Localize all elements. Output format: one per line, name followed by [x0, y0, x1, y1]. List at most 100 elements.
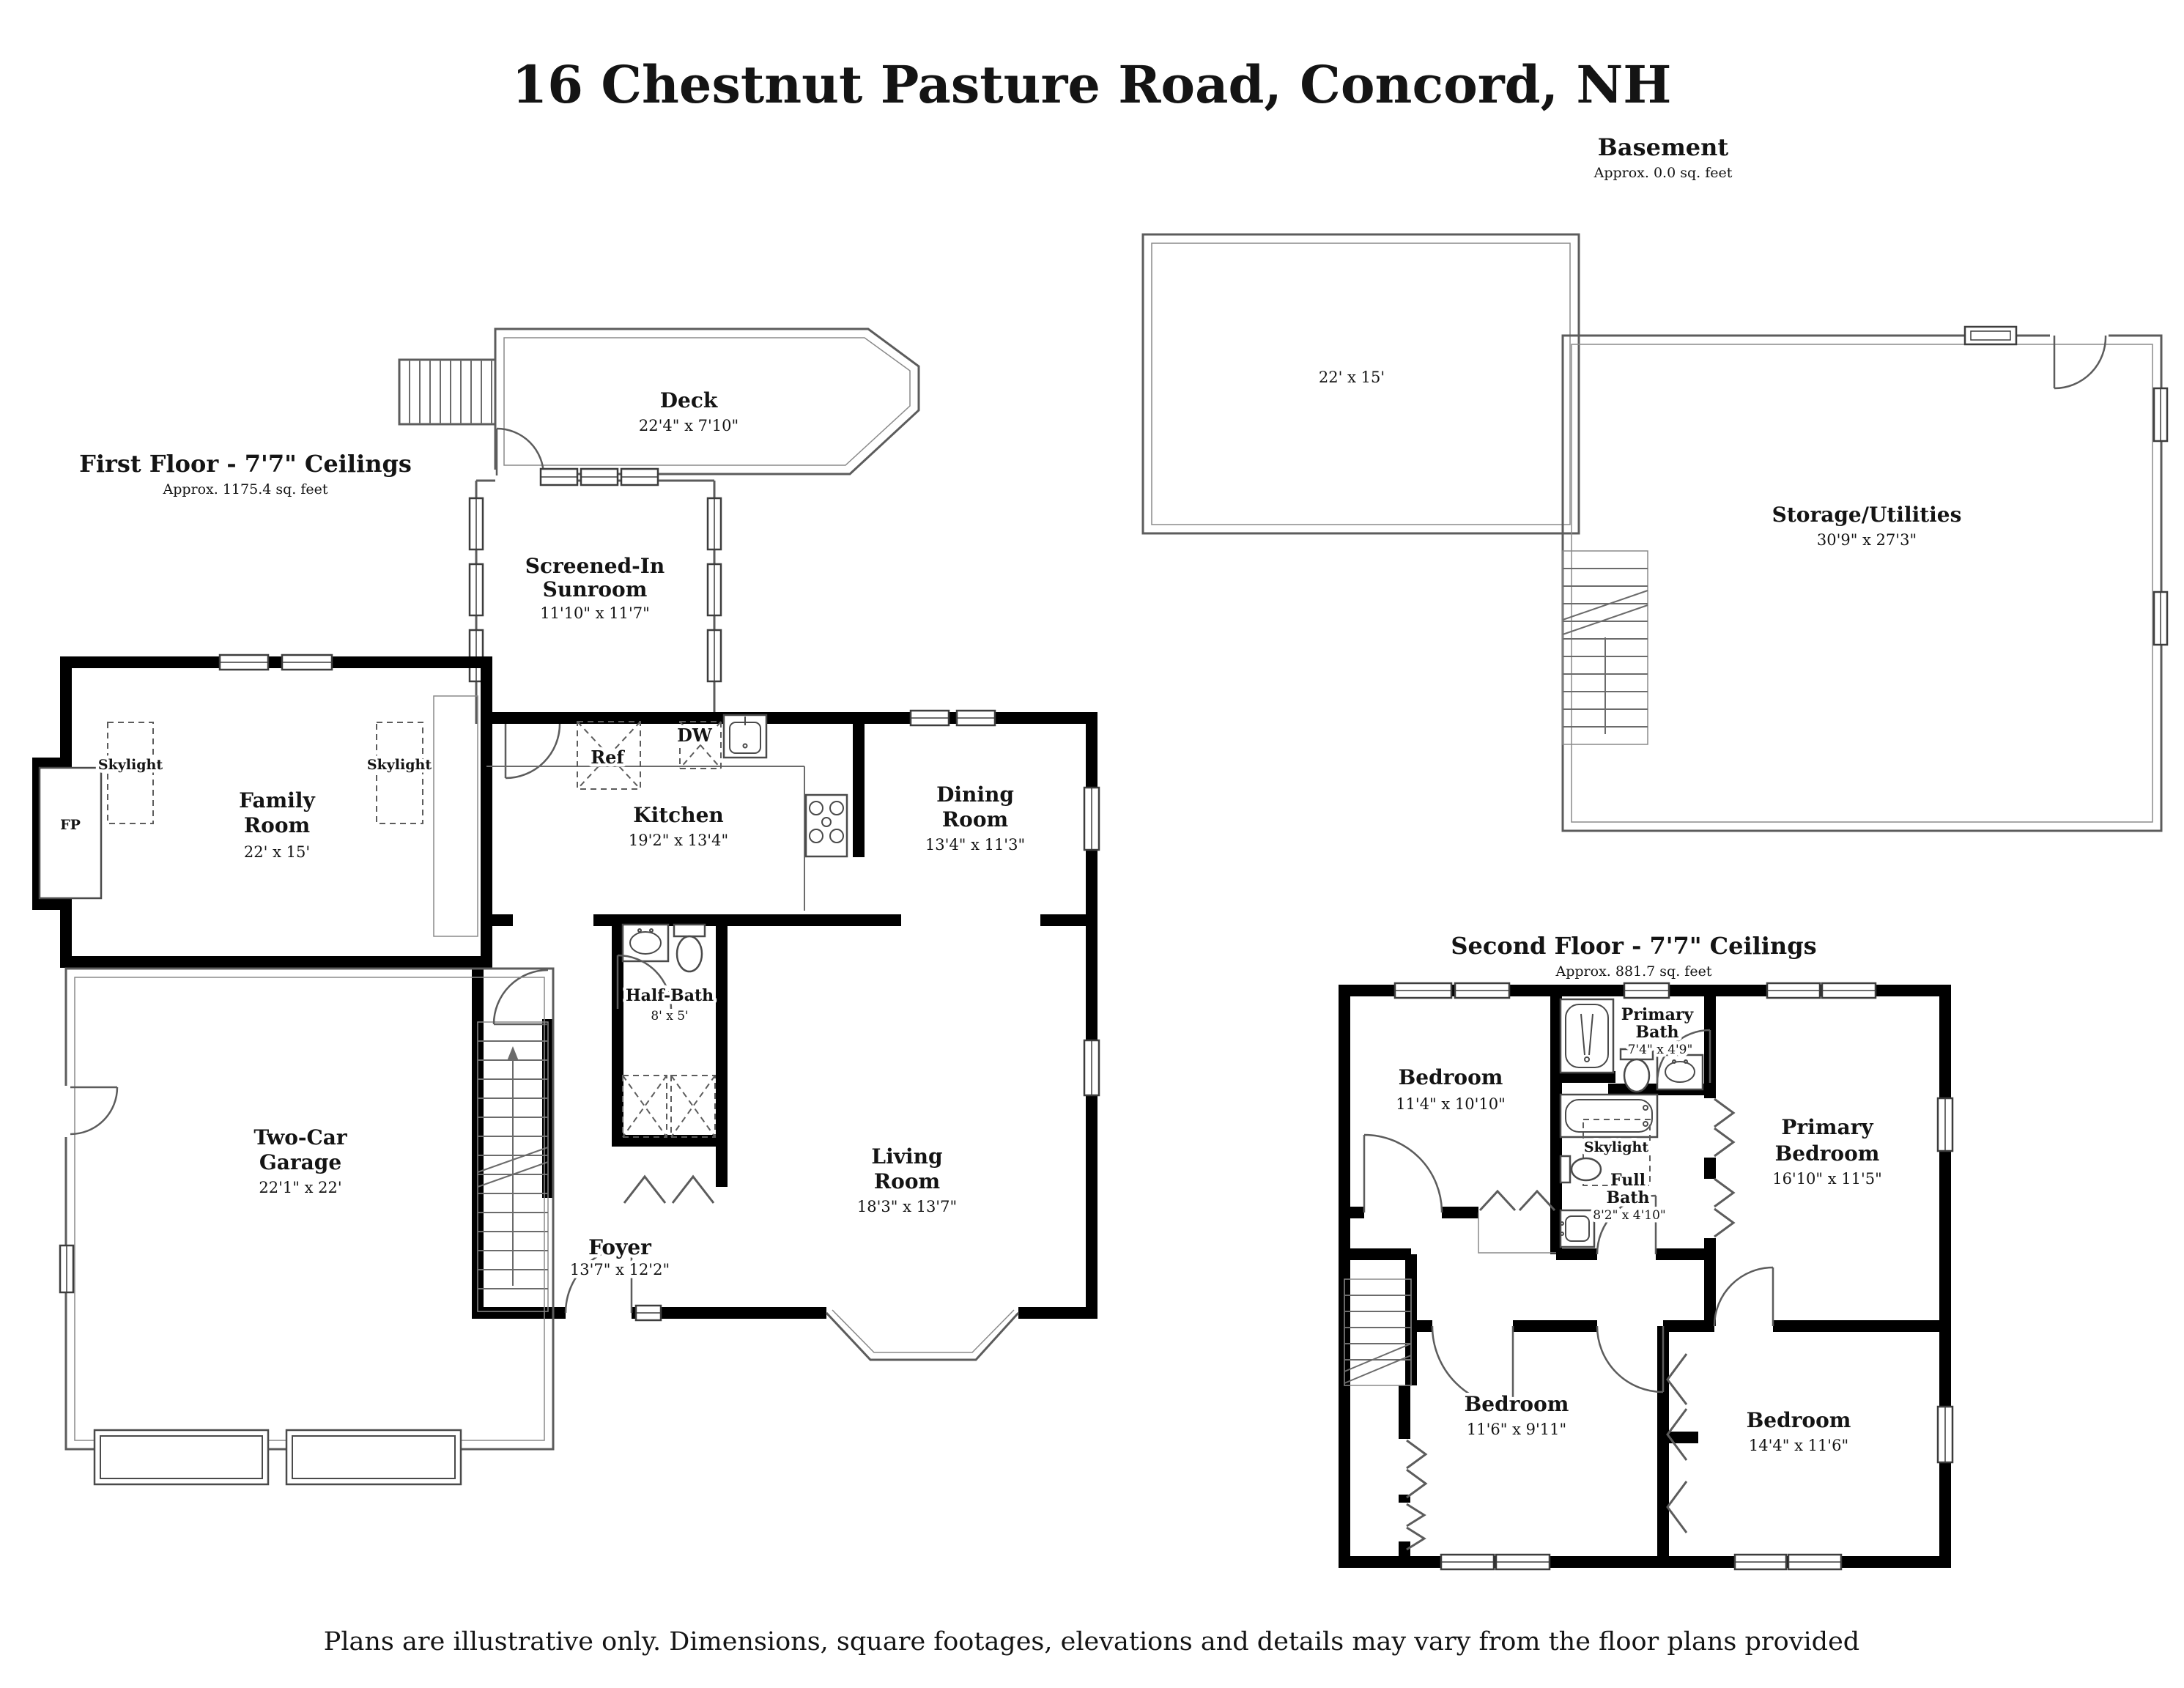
garage-label-1: Two-Car: [253, 1125, 348, 1150]
front-door: [564, 1245, 662, 1322]
kitchen-dims: 19'2" x 13'4": [629, 832, 728, 849]
primary-bedroom-dims: 16'10" x 11'5": [1772, 1170, 1882, 1188]
second-floor-stairs: [1344, 1278, 1412, 1386]
full-bath-label-2: Bath: [1606, 1188, 1649, 1207]
basement-door: [2050, 330, 2109, 390]
primary-bath-sink: [1656, 1054, 1704, 1091]
kitchen-sink: [722, 714, 768, 759]
basement-area: Approx. 0.0 sq. feet: [1593, 165, 1733, 181]
half-bath-label: Half-Bath: [626, 986, 714, 1005]
living-room-label-1: Living: [871, 1144, 942, 1169]
deck-to-sunroom-door: [492, 427, 547, 480]
basement-storage-label: Storage/Utilities: [1772, 503, 1962, 527]
sunroom-dims: 11'10" x 11'7": [540, 604, 650, 622]
full-bath-label-1: Full: [1610, 1171, 1646, 1190]
bedroom-bl-closet-doors: [1406, 1439, 1428, 1551]
second-floor-right-windows: [1936, 1097, 1954, 1464]
basement-hatch-window: [1963, 325, 2018, 346]
sunroom-kitchen-door: [504, 723, 561, 780]
primary-bath-toilet: [1619, 1048, 1654, 1093]
family-room-windows: [218, 654, 333, 671]
primary-bedroom-label-1: Primary: [1781, 1115, 1873, 1139]
fireplace-label: FP: [60, 817, 81, 833]
garage-side-door: [60, 1086, 119, 1137]
basement-window-right-2: [2152, 591, 2169, 646]
shower: [1559, 998, 1615, 1074]
primary-bedroom-door: [1713, 1266, 1774, 1327]
full-bath-skylight: [1583, 1119, 1651, 1186]
fireplace: FP: [32, 758, 103, 910]
bedroom-tl-closet-doors: [1478, 1189, 1556, 1212]
skylight-2: Skylight: [363, 722, 435, 824]
living-room-window-right: [1083, 1039, 1100, 1097]
full-bath-toilet: [1559, 1155, 1602, 1184]
garage: [59, 967, 555, 1486]
primary-bath-label-2: Bath: [1635, 1023, 1678, 1042]
second-floor-plan: Second Floor - 7'7" Ceilings Approx. 881…: [1339, 932, 1954, 1571]
hall-door: [1596, 1325, 1665, 1393]
second-floor-bottom-windows: [1440, 1553, 1843, 1571]
deck-stairs: [398, 358, 497, 426]
full-bath-dims: 8'2" x 4'10": [1593, 1208, 1665, 1223]
bathtub: [1559, 1093, 1659, 1139]
garage-side-window: [59, 1244, 75, 1294]
kitchen-fixtures: Ref DW: [486, 714, 848, 911]
sunroom: [468, 467, 722, 724]
stairs-up-arrow: [507, 1046, 519, 1061]
first-floor-walls: [60, 656, 1097, 1319]
second-floor-top-windows: [1393, 982, 1877, 999]
basement-heading: Basement: [1598, 133, 1729, 161]
foyer-label: Foyer: [588, 1235, 652, 1259]
tl-bedroom-closet-outline: [1478, 1213, 1556, 1254]
basement-stairs: [1562, 550, 1648, 745]
deck: [398, 327, 920, 480]
full-bath: [1559, 1093, 1659, 1255]
page-title: 16 Chestnut Pasture Road, Concord, NH: [512, 54, 1672, 115]
primary-bath-dims: 7'4" x 4'9": [1628, 1043, 1693, 1057]
full-bath-door: [1596, 1194, 1657, 1255]
deck-dims: 22'4" x 7'10": [639, 417, 739, 434]
garage-door-2: [285, 1429, 462, 1486]
family-room-label-1: Family: [239, 788, 315, 812]
half-bath-sink: [621, 923, 670, 963]
foyer-closet: [622, 1075, 716, 1204]
bedroom-bl-door: [1431, 1325, 1514, 1408]
primary-bath-door: [1656, 1029, 1711, 1084]
deck-label: Deck: [660, 388, 718, 412]
second-floor-heading: Second Floor - 7'7" Ceilings: [1451, 932, 1816, 960]
dining-room-label-2: Room: [942, 807, 1008, 832]
bedroom-br-closet-doors: [1666, 1353, 1688, 1533]
garage-door-1: [93, 1429, 270, 1486]
primary-bedroom-closets: [1714, 1097, 1736, 1238]
basement-plan: Basement Approx. 0.0 sq. feet: [1141, 133, 2169, 832]
sunroom-label-2: Sunroom: [543, 577, 648, 601]
disclaimer: Plans are illustrative only. Dimensions,…: [324, 1627, 1859, 1656]
half-bath-dims: 8' x 5': [651, 1009, 688, 1023]
bedroom-tl-dims: 11'4" x 10'10": [1396, 1095, 1506, 1113]
refrigerator-label: Ref: [591, 747, 625, 768]
second-floor-area: Approx. 881.7 sq. feet: [1555, 963, 1712, 980]
sunroom-left-windows: [468, 497, 484, 683]
half-bath: [616, 923, 716, 1204]
family-room-dims: 22' x 15': [244, 843, 310, 861]
basement-window-right-1: [2152, 387, 2169, 443]
skylight-1: Skylight: [95, 722, 166, 824]
stove: [804, 793, 848, 858]
basement-storage-room: [1561, 325, 2169, 832]
primary-bath-label-1: Primary: [1621, 1005, 1695, 1024]
living-room-label-2: Room: [874, 1169, 940, 1193]
basement-storage-dims: 30'9" x 27'3": [1817, 531, 1917, 549]
bedroom-bl-dims: 11'6" x 9'11": [1467, 1421, 1566, 1438]
garage-dims: 22'1" x 22': [259, 1179, 341, 1196]
basement-open-room-dims: 22' x 15': [1319, 369, 1385, 386]
bedroom-tl-door: [1363, 1133, 1443, 1213]
skylight-1-label: Skylight: [98, 757, 163, 773]
half-bath-door: [616, 954, 673, 1010]
dining-room-dims: 13'4" x 11'3": [925, 836, 1025, 854]
half-bath-toilet: [673, 923, 706, 973]
bedroom-tl-label: Bedroom: [1399, 1065, 1503, 1089]
living-room-dims: 18'3" x 13'7": [857, 1198, 957, 1215]
foyer-closet-bifold-doors: [623, 1174, 715, 1204]
